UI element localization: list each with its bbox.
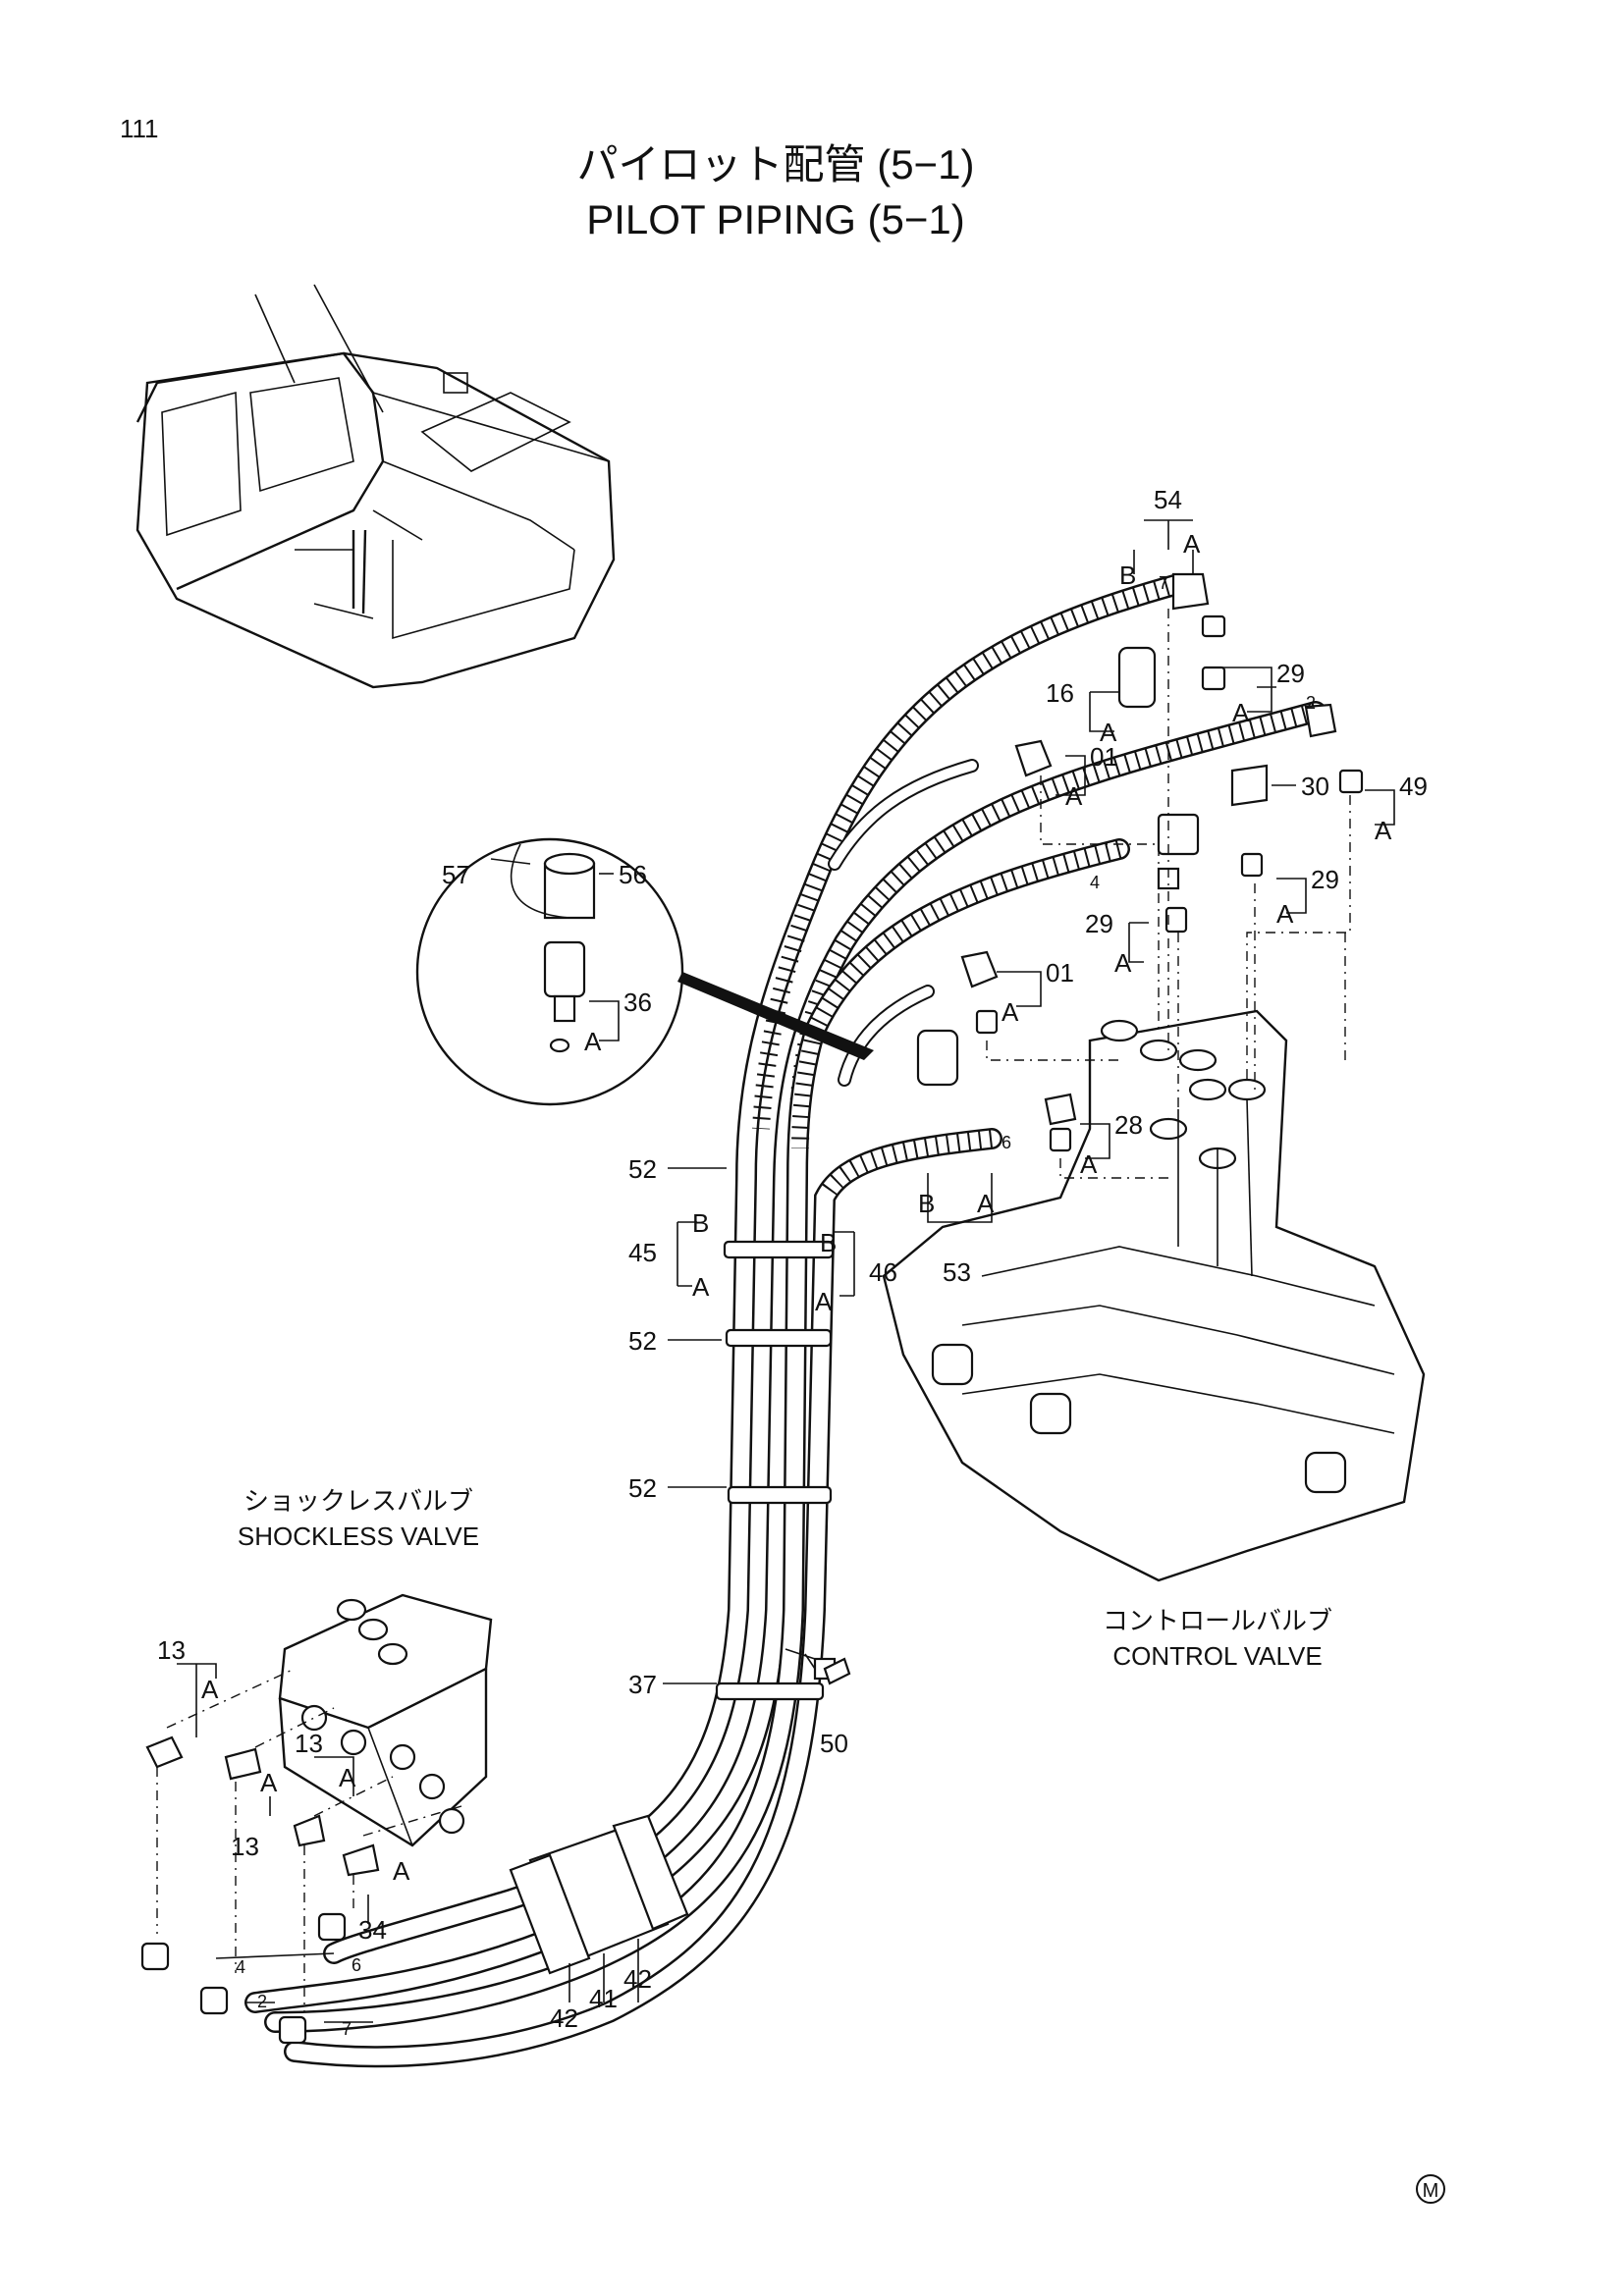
callout-45: 45 xyxy=(628,1238,657,1267)
callout-41: 41 xyxy=(589,1984,618,2013)
branch-a: A xyxy=(339,1763,356,1792)
port-mark-7-bottom: 7 xyxy=(342,2019,352,2039)
callout-42-left: 42 xyxy=(550,2003,578,2033)
branch-a: A xyxy=(1100,718,1117,747)
m-mark-letter: M xyxy=(1423,2180,1439,2202)
shockless-valve-illustration xyxy=(278,1593,493,1847)
port-mark-4-bottom: 4 xyxy=(236,1957,245,1977)
callout-29-top: 29 xyxy=(1276,659,1305,688)
callout-56: 56 xyxy=(619,860,647,889)
branch-a: A xyxy=(201,1675,219,1704)
branch-letters: B A A A A A A A A A A B A B A B A A A A … xyxy=(201,529,1392,1886)
branch-a: A xyxy=(1232,698,1250,727)
callout-53: 53 xyxy=(943,1257,971,1287)
branch-a: A xyxy=(1183,529,1201,559)
callout-57: 57 xyxy=(442,860,470,889)
port-mark-2-bottom: 2 xyxy=(257,1992,267,2011)
branch-b: B xyxy=(692,1208,709,1238)
callout-52-low: 52 xyxy=(628,1473,657,1503)
title-japanese: パイロット配管 (5−1) xyxy=(577,141,975,187)
branch-b: B xyxy=(918,1189,935,1218)
branch-a: A xyxy=(977,1189,995,1218)
port-mark-6-bottom: 6 xyxy=(352,1955,361,1975)
callout-37: 37 xyxy=(628,1670,657,1699)
port-mark-6-top: 6 xyxy=(1001,1133,1011,1152)
callout-01-low: 01 xyxy=(1046,958,1074,988)
branch-a: A xyxy=(692,1272,710,1302)
shockless-valve-label-en: SHOCKLESS VALVE xyxy=(238,1522,479,1551)
callout-34: 34 xyxy=(358,1915,387,1945)
callout-54: 54 xyxy=(1154,485,1182,514)
hose-port-marks: 7 2 4 6 4 6 2 7 xyxy=(236,573,1316,2039)
branch-a: A xyxy=(1276,899,1294,929)
shockless-valve-label-jp: ショックレスバルブ xyxy=(244,1486,473,1516)
branch-a: A xyxy=(1114,948,1132,978)
branch-a: A xyxy=(393,1856,410,1886)
callout-leaders xyxy=(177,519,1395,2002)
callout-30: 30 xyxy=(1301,772,1329,801)
callout-29-mid: 29 xyxy=(1311,865,1339,894)
part-callouts: 54 29 16 01 30 49 29 29 01 28 57 56 36 5… xyxy=(157,485,1428,2033)
callout-50: 50 xyxy=(820,1729,848,1758)
control-valve-label-en: CONTROL VALVE xyxy=(1112,1641,1322,1671)
m-mark: M xyxy=(1416,2174,1445,2204)
callout-13-left: 13 xyxy=(157,1635,186,1665)
fittings xyxy=(140,572,1364,2045)
branch-a: A xyxy=(1065,781,1083,811)
magnified-detail xyxy=(415,837,874,1106)
branch-a: A xyxy=(1375,816,1392,845)
port-mark-7-top: 7 xyxy=(1159,573,1168,593)
connection-lines xyxy=(156,609,1351,2023)
callout-52-top: 52 xyxy=(628,1154,657,1184)
branch-a: A xyxy=(815,1287,833,1316)
callout-42-right: 42 xyxy=(623,1964,652,1994)
callout-36: 36 xyxy=(623,988,652,1017)
machine-overview-illustration xyxy=(135,284,616,689)
callout-13-mid: 13 xyxy=(295,1729,323,1758)
page-number: 111 xyxy=(120,114,159,143)
callout-13-lower: 13 xyxy=(231,1832,259,1861)
callout-29-low: 29 xyxy=(1085,909,1113,938)
branch-a: A xyxy=(584,1027,602,1056)
title-english: PILOT PIPING (5−1) xyxy=(586,196,965,242)
branch-a: A xyxy=(1080,1149,1098,1179)
callout-46: 46 xyxy=(869,1257,897,1287)
control-valve-label-jp: コントロールバルブ xyxy=(1103,1606,1332,1635)
callout-01-top: 01 xyxy=(1090,742,1118,772)
callout-16: 16 xyxy=(1046,678,1074,708)
branch-a: A xyxy=(260,1768,278,1797)
hose-bundle xyxy=(244,573,1326,2068)
branch-a: A xyxy=(1001,997,1019,1027)
control-valve-illustration xyxy=(882,1009,1426,1582)
callout-28: 28 xyxy=(1114,1110,1143,1140)
callout-49: 49 xyxy=(1399,772,1428,801)
callout-52-mid: 52 xyxy=(628,1326,657,1356)
branch-b: B xyxy=(1119,561,1136,590)
port-mark-2-top: 2 xyxy=(1306,693,1316,713)
port-mark-4-top: 4 xyxy=(1090,873,1100,892)
branch-b: B xyxy=(820,1228,837,1257)
